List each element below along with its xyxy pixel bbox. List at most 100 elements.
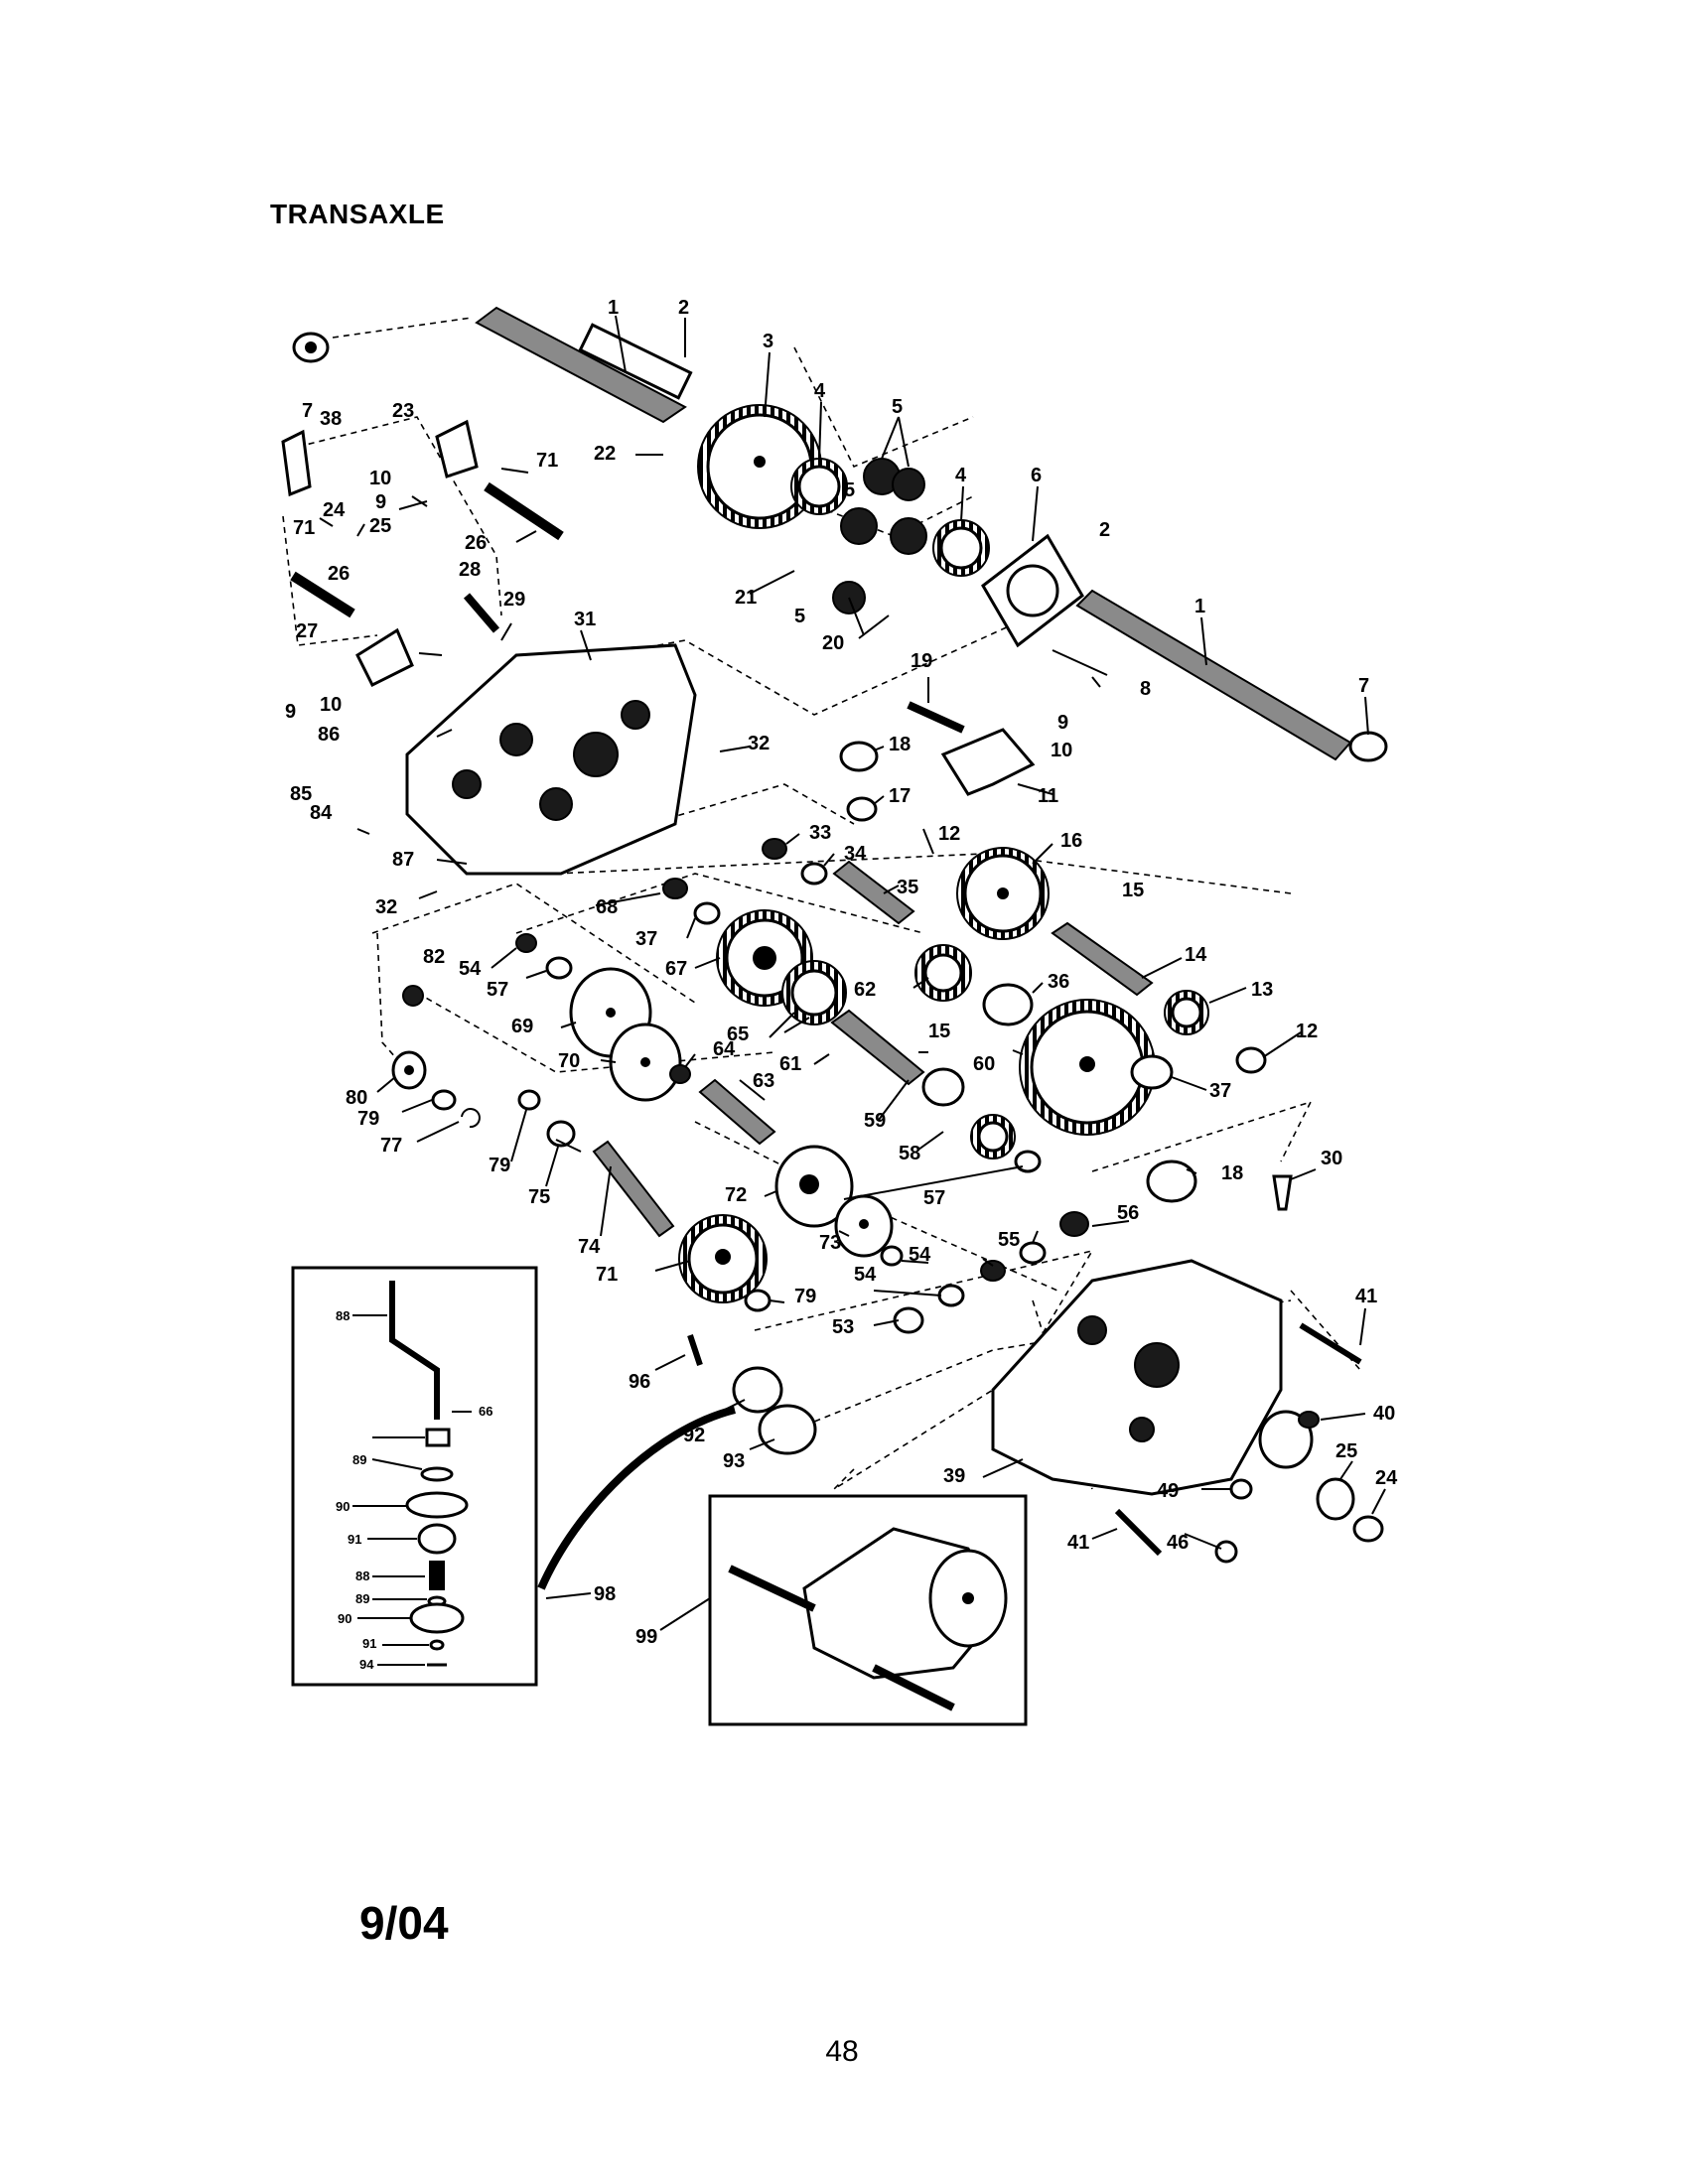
callout-15-mid: 15 bbox=[928, 1021, 950, 1042]
callout-90-label: 90 bbox=[338, 1611, 351, 1626]
callout-64: 69 bbox=[511, 1016, 533, 1037]
callout-36: 36 bbox=[1048, 971, 1069, 993]
callout-4-upper: 4 bbox=[814, 380, 826, 402]
callout-24-left: 24 bbox=[323, 499, 346, 521]
callout-9-left: 9 bbox=[285, 701, 296, 723]
callout-52: 56 bbox=[1117, 1202, 1139, 1224]
callout-19: 19 bbox=[911, 650, 932, 672]
callout-70-lower: 79 bbox=[794, 1286, 816, 1307]
callout-5-mid: 5 bbox=[844, 479, 855, 501]
callout-9-right: 9 bbox=[1057, 712, 1068, 734]
callout-11: 11 bbox=[1038, 785, 1058, 807]
callout-92: 92 bbox=[683, 1425, 705, 1446]
callout-69: 73 bbox=[819, 1232, 841, 1254]
callout-20: 20 bbox=[822, 632, 844, 654]
callout-39: 39 bbox=[943, 1465, 965, 1487]
callout-6: 6 bbox=[1031, 465, 1042, 486]
callout-60: 64 bbox=[713, 1038, 736, 1060]
callout-10-left: 10 bbox=[320, 694, 342, 716]
callout-50-lower: 54 bbox=[854, 1264, 877, 1286]
callout-3: 3 bbox=[763, 331, 773, 352]
callout-85: 89 bbox=[352, 1452, 366, 1467]
callout-71-label: 71 bbox=[596, 1264, 618, 1286]
callout-2-top: 2 bbox=[678, 297, 689, 319]
callout-24-right: 24 bbox=[1375, 1467, 1398, 1489]
callout-80: 85 bbox=[290, 783, 312, 805]
callout-58: 62 bbox=[854, 979, 876, 1001]
callout-14: 14 bbox=[1185, 944, 1207, 966]
callout-86: 90 bbox=[336, 1499, 350, 1514]
callout-40: 40 bbox=[1373, 1403, 1395, 1425]
callout-15-upper: 15 bbox=[1122, 880, 1144, 901]
callout-32-upper: 32 bbox=[748, 733, 770, 754]
callout-12-right: 12 bbox=[1296, 1021, 1318, 1042]
callout-61: 65 bbox=[727, 1024, 749, 1045]
callout-18-lower: 18 bbox=[1221, 1162, 1243, 1184]
date-code: 9/04 bbox=[359, 1897, 449, 1949]
callout-22: 22 bbox=[594, 443, 616, 465]
callout-72: 74 bbox=[578, 1236, 601, 1258]
callout-55: 60 bbox=[973, 1053, 995, 1075]
callout-68: 72 bbox=[725, 1184, 747, 1206]
callout-57: 61 bbox=[779, 1053, 801, 1075]
callout-9-upper: 9 bbox=[375, 491, 386, 513]
callout-53-right: 57 bbox=[923, 1187, 945, 1209]
callout-34: 34 bbox=[844, 843, 867, 865]
callout-16: 16 bbox=[1060, 830, 1082, 852]
callout-96: 96 bbox=[629, 1371, 650, 1393]
callout-12-upper: 12 bbox=[938, 823, 960, 845]
callout-84: 88 bbox=[336, 1308, 350, 1323]
leader-lines bbox=[319, 315, 1386, 1666]
callout-45: 46 bbox=[1167, 1532, 1189, 1554]
callout-77: 82 bbox=[423, 946, 445, 968]
callout-28: 28 bbox=[459, 559, 481, 581]
callout-17: 17 bbox=[889, 785, 911, 807]
callout-41-upper: 41 bbox=[1355, 1286, 1377, 1307]
callout-65: 70 bbox=[558, 1050, 580, 1072]
callout-70-mid: 79 bbox=[489, 1155, 510, 1176]
page-title: TRANSAXLE bbox=[270, 199, 445, 229]
callout-82: 87 bbox=[392, 849, 414, 871]
callout-91-label: 91 bbox=[362, 1636, 376, 1651]
callout-62: 67 bbox=[665, 958, 687, 980]
callout-4-lower: 4 bbox=[955, 465, 967, 486]
callout-59: 63 bbox=[753, 1070, 774, 1092]
callout-93: 93 bbox=[723, 1450, 745, 1472]
part-shapes bbox=[281, 306, 1388, 1726]
callout-75: 80 bbox=[346, 1087, 367, 1109]
callout-41-lower: 41 bbox=[1067, 1532, 1089, 1554]
callout-67-upper: 71 bbox=[536, 450, 558, 472]
callout-7-right: 7 bbox=[1358, 675, 1369, 697]
callout-8: 8 bbox=[1140, 678, 1151, 700]
callout-54: 58 bbox=[899, 1143, 920, 1164]
callout-66: 66 bbox=[479, 1404, 492, 1419]
callout-35: 35 bbox=[897, 877, 918, 898]
callout-38: 38 bbox=[320, 408, 342, 430]
callout-25-left: 25 bbox=[369, 515, 391, 537]
callout-5-lower: 5 bbox=[794, 606, 805, 627]
callout-46: 49 bbox=[1157, 1480, 1179, 1502]
callout-2-right: 2 bbox=[1099, 519, 1110, 541]
callout-13: 13 bbox=[1251, 979, 1273, 1001]
callout-1-top: 1 bbox=[608, 297, 619, 319]
callout-5-upper: 5 bbox=[892, 396, 903, 418]
callout-73: 75 bbox=[528, 1186, 550, 1208]
callout-97: 98 bbox=[594, 1583, 616, 1605]
callout-10-upper: 10 bbox=[369, 468, 391, 489]
callout-50-right: 54 bbox=[909, 1244, 931, 1266]
callout-94-label: 94 bbox=[359, 1657, 374, 1672]
callout-29: 29 bbox=[503, 589, 525, 611]
callout-49: 53 bbox=[832, 1316, 854, 1338]
callout-79: 84 bbox=[310, 802, 333, 824]
callout-23: 23 bbox=[392, 400, 414, 422]
callout-98: 99 bbox=[635, 1626, 657, 1648]
callout-51: 55 bbox=[998, 1229, 1020, 1251]
callout-33: 33 bbox=[809, 822, 831, 844]
callout-56: 59 bbox=[864, 1110, 886, 1132]
callout-30: 30 bbox=[1321, 1148, 1342, 1169]
callout-31: 31 bbox=[574, 609, 596, 630]
callout-26-lower: 26 bbox=[328, 563, 350, 585]
callout-32-lower: 32 bbox=[375, 896, 397, 918]
page-number: 48 bbox=[825, 2035, 859, 2068]
